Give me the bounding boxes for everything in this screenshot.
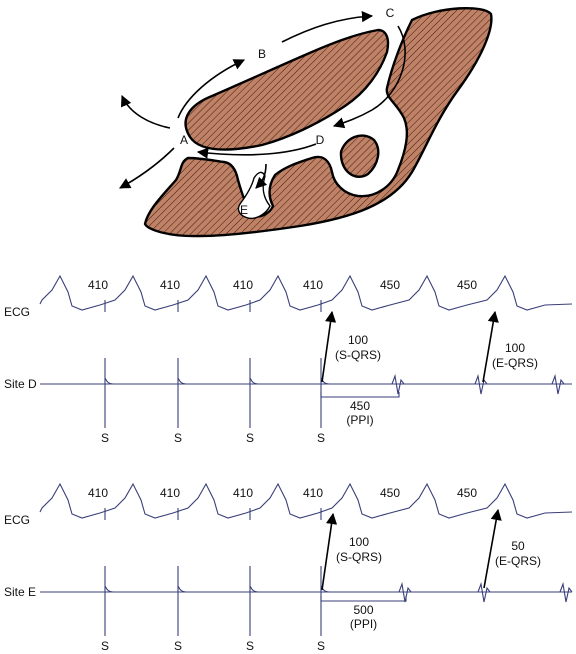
local-electrogram	[474, 373, 488, 395]
cycle-length-label: 410	[233, 278, 253, 292]
capture-artifact	[249, 585, 259, 593]
e-qrs-arrow	[483, 508, 502, 589]
capture-artifact	[320, 377, 330, 385]
arrow-to-e	[255, 163, 268, 189]
ppi-bracket	[320, 392, 400, 398]
capture-artifact	[320, 585, 330, 593]
capture-artifact	[104, 585, 114, 593]
local-electrogram	[398, 581, 412, 603]
s-qrs-value: 100	[349, 535, 369, 549]
local-electrogram	[559, 581, 573, 603]
cycle-length-label: 450	[457, 278, 477, 292]
s-qrs-arrow	[321, 512, 338, 591]
cycle-length-label: 410	[160, 278, 180, 292]
reentry-circuit: A B C D E	[119, 6, 493, 238]
cycle-length-label: 450	[380, 278, 400, 292]
stimulus-label: S	[317, 431, 325, 445]
s-qrs-caption: (S-QRS)	[335, 348, 381, 362]
ecg-label: ECG	[4, 513, 30, 527]
site-label: Site E	[4, 585, 36, 599]
s-qrs-value: 100	[348, 333, 368, 347]
circuit-label-a: A	[180, 133, 188, 147]
arrow-c-to-d	[332, 25, 406, 129]
arrow-a-to-b	[177, 59, 246, 119]
capture-artifact	[104, 377, 114, 385]
capture-artifact	[177, 377, 187, 385]
ppi-value: 500	[353, 603, 373, 617]
local-electrogram	[477, 581, 491, 603]
circuit-label-c: C	[386, 6, 395, 20]
arrow-b-to-c	[281, 11, 374, 43]
capture-artifact	[177, 585, 187, 593]
e-qrs-caption: (E-QRS)	[492, 356, 538, 370]
ecg-trace	[39, 482, 573, 519]
e-qrs-value: 50	[511, 539, 525, 553]
upper-scar	[184, 28, 390, 151]
capture-artifact	[249, 377, 259, 385]
ppi-value: 450	[350, 399, 370, 413]
stimulus-label: S	[174, 639, 182, 653]
local-electrogram	[551, 373, 565, 395]
cycle-length-label: 450	[380, 486, 400, 500]
circuit-label-b: B	[258, 47, 266, 61]
cycle-length-label: 410	[160, 486, 180, 500]
cycle-length-label: 410	[233, 486, 253, 500]
site-label: Site D	[4, 377, 37, 391]
stimulus-label: S	[246, 639, 254, 653]
stimulus-label: S	[246, 431, 254, 445]
island-scar	[339, 134, 380, 178]
arrow-d-to-a	[196, 143, 317, 159]
stimulus-label: S	[101, 639, 109, 653]
stimulus-label: S	[174, 431, 182, 445]
cycle-length-label: 450	[457, 486, 477, 500]
arrow-a-up-left	[120, 94, 171, 129]
ecg-label: ECG	[4, 305, 30, 319]
cycle-length-label: 410	[303, 486, 323, 500]
circuit-label-e: E	[240, 203, 248, 217]
s-qrs-arrow	[321, 310, 337, 383]
arrow-a-down-left	[119, 147, 175, 189]
ecg-trace	[39, 274, 573, 311]
cycle-length-label: 410	[88, 278, 108, 292]
cycle-length-label: 410	[303, 278, 323, 292]
e-qrs-value: 100	[505, 341, 525, 355]
lower-scar	[143, 6, 493, 238]
s-qrs-caption: (S-QRS)	[336, 550, 382, 564]
ppi-caption: (PPI)	[350, 617, 377, 631]
circuit-label-d: D	[316, 133, 325, 147]
ppi-caption: (PPI)	[346, 413, 373, 427]
stimulus-label: S	[317, 639, 325, 653]
stimulus-label: S	[101, 431, 109, 445]
e-qrs-caption: (E-QRS)	[495, 554, 541, 568]
cycle-length-label: 410	[88, 486, 108, 500]
e-qrs-arrow	[482, 310, 499, 383]
local-electrogram	[391, 373, 405, 395]
ppi-bracket	[320, 596, 407, 602]
